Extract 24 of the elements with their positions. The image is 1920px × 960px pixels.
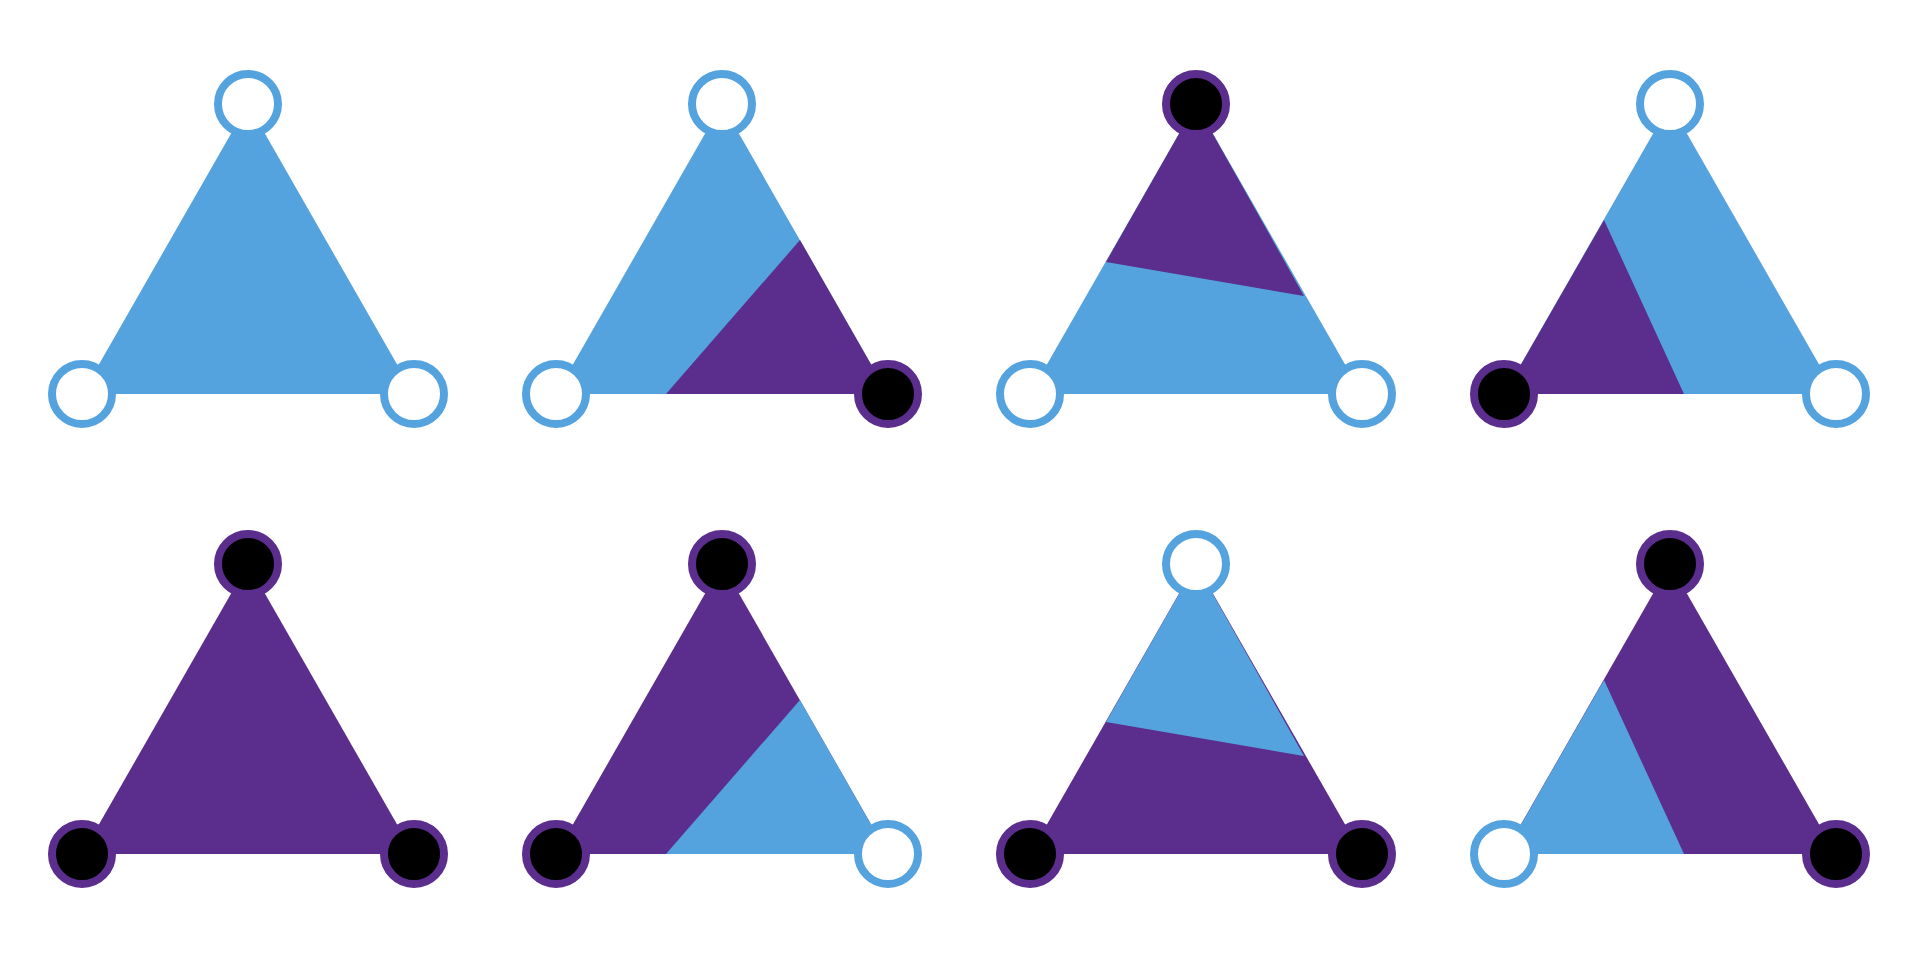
hollow-circle [48, 360, 116, 428]
hollow-circle [522, 360, 590, 428]
hollow-circle [1636, 70, 1704, 138]
hollow-circle [688, 70, 756, 138]
hollow-circle [1162, 530, 1230, 598]
filled-circle [996, 820, 1064, 888]
filled-circle [1636, 530, 1704, 598]
filled-circle [688, 530, 756, 598]
hollow-circle [854, 820, 922, 888]
filled-circle [854, 360, 922, 428]
hollow-circle [214, 70, 282, 138]
filled-circle [1162, 70, 1230, 138]
filled-circle [380, 820, 448, 888]
hollow-circle [1328, 360, 1396, 428]
hollow-circle [380, 360, 448, 428]
filled-circle [48, 820, 116, 888]
hollow-circle [1802, 360, 1870, 428]
filled-circle [1328, 820, 1396, 888]
filled-circle [1470, 360, 1538, 428]
filled-circle [1802, 820, 1870, 888]
filled-circle [214, 530, 282, 598]
hollow-circle [996, 360, 1064, 428]
hollow-circle [1470, 820, 1538, 888]
filled-circle [522, 820, 590, 888]
